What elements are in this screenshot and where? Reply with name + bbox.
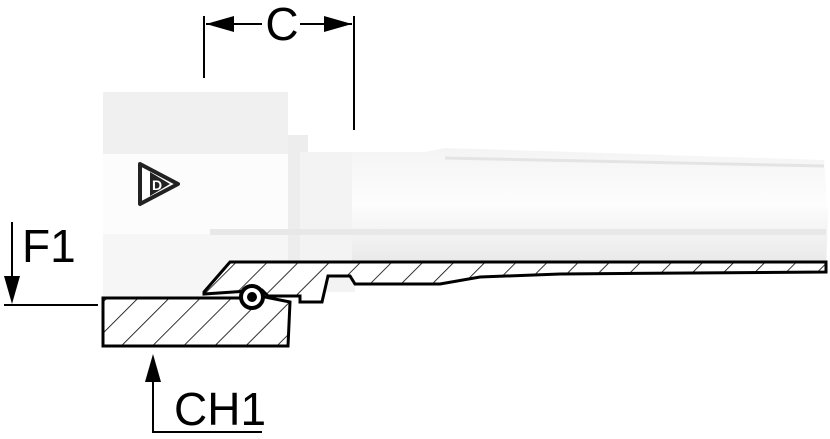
arrowhead-up	[145, 354, 161, 382]
serration-edge	[444, 156, 825, 168]
dim-ch1-label: CH1	[174, 383, 266, 435]
logo-letter: D	[152, 177, 162, 193]
hex-nut-front-face	[103, 154, 288, 234]
hex-nut-top-face	[103, 92, 288, 154]
stem-cross-section	[202, 260, 828, 304]
arrowhead-down	[4, 276, 20, 304]
arrowhead-right	[324, 16, 352, 32]
dim-f1-label: F1	[22, 220, 76, 272]
dim-c-label: C	[265, 0, 298, 50]
arrowhead-left	[206, 16, 234, 32]
dimension-c: C	[203, 0, 355, 130]
dimension-ch1: CH1	[145, 354, 266, 435]
stem-tail	[352, 148, 828, 272]
dimension-f1: F1	[4, 220, 98, 306]
dunlop-logo-icon: D	[138, 162, 180, 206]
o-ring-inner	[247, 292, 257, 302]
